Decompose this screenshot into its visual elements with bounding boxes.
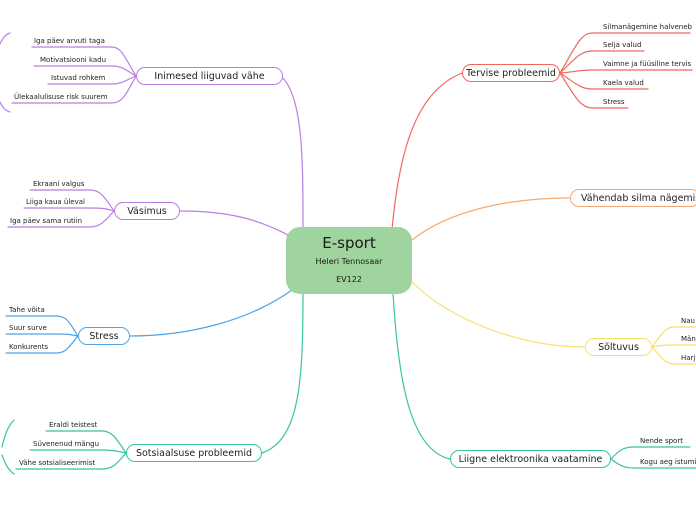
leaf-inimesed-1[interactable]: Iga päev arvuti taga — [34, 37, 105, 45]
connector-stress — [129, 289, 293, 337]
connector-tervise — [391, 72, 463, 231]
branch-soltuvus[interactable]: Sõltuvus — [585, 338, 652, 356]
central-topic-code: EV122 — [336, 275, 362, 284]
connector-inimesed — [282, 77, 304, 231]
branch-inimesed[interactable]: Inimesed liiguvad vähe — [136, 67, 283, 85]
leaf-inimesed-3[interactable]: Istuvad rohkem — [51, 74, 106, 82]
leaf-tervise-1[interactable]: Silmanägemine halveneb — [603, 23, 692, 31]
leaf-stress-3[interactable]: Konkurents — [9, 343, 49, 351]
leaf-vasimus-3[interactable]: Iga päev sama rutiin — [10, 217, 83, 225]
branch-sotsiaalsus[interactable]: Sotsiaalsuse probleemid — [126, 444, 262, 462]
central-topic-author: Heleri Tennosaar — [315, 257, 383, 266]
connector-elektroonika — [392, 291, 451, 460]
leaf-connectors-elektroonika — [610, 446, 696, 469]
leaf-connectors-vasimus — [7, 189, 115, 228]
leaf-soltuvus-2[interactable]: Män — [681, 335, 696, 343]
leaf-tervise-5[interactable]: Stress — [603, 98, 625, 106]
leaf-tervise-3[interactable]: Vaimne ja füüsiline tervis — [603, 60, 692, 68]
connector-vahendab — [411, 197, 571, 241]
leaf-inimesed-2[interactable]: Motivatsiooni kadu — [40, 56, 107, 64]
leaf-tervise-4[interactable]: Kaela valud — [603, 79, 644, 87]
connector-vasimus — [179, 210, 291, 237]
leaf-connectors-sotsiaalsus — [1, 419, 127, 475]
connector-soltuvus — [411, 281, 586, 348]
branch-elektroonika[interactable]: Liigne elektroonika vaatamine — [450, 450, 611, 468]
leaf-inimesed-4[interactable]: Ülekaalulisuse risk suurem — [14, 93, 108, 101]
leaf-soltuvus-3[interactable]: Harj — [681, 354, 696, 362]
leaf-connectors-soltuvus — [651, 326, 696, 365]
leaf-sotsiaalsus-3[interactable]: Vähe sotsialiseerimist — [19, 459, 96, 467]
branch-tervise[interactable]: Tervise probleemid — [462, 64, 560, 82]
central-topic-title: E-sport — [322, 234, 376, 252]
leaf-tervise-2[interactable]: Selja valud — [603, 41, 642, 49]
branch-stress[interactable]: Stress — [78, 327, 130, 345]
branch-vasimus[interactable]: Väsimus — [114, 202, 180, 220]
leaf-elektroonika-2[interactable]: Kogu aeg istumine — [640, 458, 696, 466]
leaf-sotsiaalsus-1[interactable]: Eraldi teistest — [49, 421, 98, 429]
leaf-vasimus-2[interactable]: Liiga kaua üleval — [26, 198, 85, 206]
branch-vahendab[interactable]: Vähendab silma nägemise — [570, 189, 696, 207]
central-topic[interactable]: E-sport Heleri Tennosaar EV122 — [286, 227, 412, 294]
leaf-soltuvus-1[interactable]: Nau — [681, 317, 695, 325]
leaf-stress-2[interactable]: Suur surve — [9, 324, 47, 332]
leaf-vasimus-1[interactable]: Ekraani valgus — [33, 180, 85, 188]
leaf-connectors-inimesed — [0, 32, 137, 113]
connector-sotsiaalsus — [261, 291, 304, 454]
leaf-stress-1[interactable]: Tahe võita — [9, 306, 45, 314]
leaf-elektroonika-1[interactable]: Nende sport — [640, 437, 683, 445]
leaf-connectors-tervise — [559, 32, 693, 109]
leaf-connectors-stress — [5, 315, 79, 354]
leaf-sotsiaalsus-2[interactable]: Süvenenud mängu — [33, 440, 100, 448]
